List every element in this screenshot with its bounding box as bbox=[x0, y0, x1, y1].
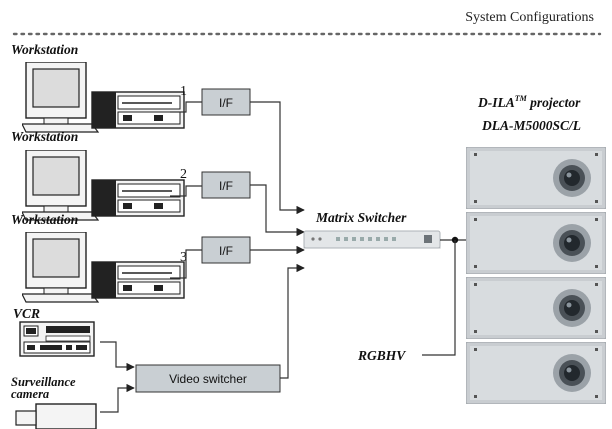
channel-number-1: 1 bbox=[180, 84, 187, 99]
projector-stack bbox=[466, 147, 606, 404]
link-vcr-to-video-switcher bbox=[100, 341, 135, 372]
workstation-icon bbox=[22, 150, 185, 221]
rgbhv-link-line bbox=[422, 240, 456, 356]
interface-box-1: I/F bbox=[201, 88, 251, 116]
page-title: System Configurations bbox=[465, 10, 594, 25]
camera-icon bbox=[35, 403, 97, 429]
workstation-icon bbox=[22, 62, 185, 133]
link-video-switcher-to-matrix bbox=[280, 263, 305, 379]
rgbhv-label: RGBHV bbox=[357, 348, 406, 363]
projector-label-line1: D-ILATM projector bbox=[477, 94, 581, 110]
video-switcher-label: Video switcher bbox=[169, 372, 247, 386]
surveillance-camera: Surveillance camera bbox=[11, 375, 97, 429]
feed-line-3 bbox=[170, 249, 202, 279]
interface-box-3: I/F bbox=[201, 236, 251, 264]
interface-box-2: I/F bbox=[201, 171, 251, 199]
video-switcher-box: Video switcher bbox=[135, 364, 281, 393]
workstation-1-label: Workstation bbox=[11, 42, 78, 57]
camera-label-line2: camera bbox=[11, 387, 49, 401]
camera-label-line1: Surveillance bbox=[11, 375, 76, 389]
matrix-switcher: Matrix Switcher bbox=[303, 210, 441, 249]
projector-unit bbox=[466, 212, 606, 274]
projector-unit bbox=[466, 277, 606, 339]
matrix-switcher-label: Matrix Switcher bbox=[315, 210, 407, 225]
vcr-label: VCR bbox=[13, 306, 40, 321]
workstation-2-label: Workstation bbox=[11, 129, 78, 144]
projector-unit bbox=[466, 147, 606, 209]
feed-line-1 bbox=[170, 101, 202, 113]
workstation-3: Workstation bbox=[11, 212, 185, 303]
interface-box-label: I/F bbox=[219, 96, 233, 110]
link-if2-to-matrix bbox=[250, 184, 305, 237]
channel-number-2: 2 bbox=[180, 167, 187, 182]
vcr: VCR bbox=[13, 306, 95, 357]
channel-number-3: 3 bbox=[180, 250, 187, 265]
interface-box-label: I/F bbox=[219, 244, 233, 258]
link-if1-to-matrix bbox=[250, 101, 305, 215]
workstation-icon bbox=[22, 232, 185, 303]
feed-line-2 bbox=[170, 185, 202, 197]
workstation-3-label: Workstation bbox=[11, 212, 78, 227]
projector-label-line2: DLA-M5000SC/L bbox=[481, 118, 581, 133]
link-camera-to-video-switcher bbox=[100, 383, 135, 413]
workstation-1: Workstation bbox=[11, 42, 185, 133]
interface-box-label: I/F bbox=[219, 179, 233, 193]
projector-unit bbox=[466, 342, 606, 404]
workstation-2: Workstation bbox=[11, 129, 185, 221]
